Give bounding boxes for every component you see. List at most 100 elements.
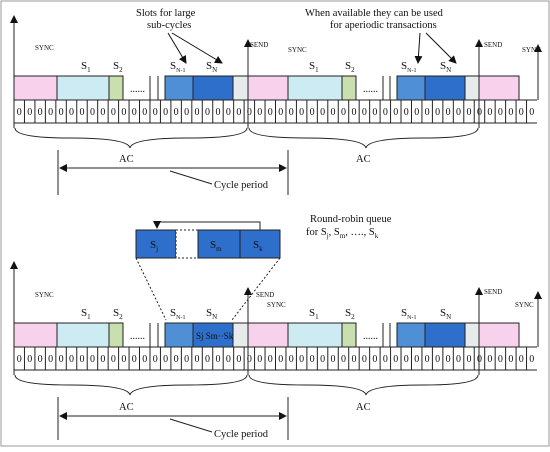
rr-sm-block xyxy=(197,229,241,259)
top-send-label: SEND xyxy=(250,41,268,49)
top-bit-cell: 0 xyxy=(184,107,189,118)
bottom-bit-cell: 0 xyxy=(446,354,451,365)
bottom-bit-cell: 0 xyxy=(310,354,315,365)
bottom-bit-cell: 0 xyxy=(456,354,461,365)
bottom-sn-label: SN xyxy=(206,307,217,321)
bottom-cycle-leader xyxy=(169,418,213,433)
top-s1-block xyxy=(56,75,110,101)
top-bit-cell: 0 xyxy=(310,107,315,118)
rr-gap-block xyxy=(175,229,199,259)
rr-zoom-line-left xyxy=(135,257,167,321)
top-bit-cell: 0 xyxy=(529,107,534,118)
top-bit-cell: 0 xyxy=(498,107,503,118)
bottom-sn1-block xyxy=(164,322,194,348)
top-send-block xyxy=(232,75,249,101)
top-sn-label-2: SN xyxy=(440,60,451,74)
bottom-ac-brace-1 xyxy=(14,374,248,396)
top-s1-block-2 xyxy=(287,75,343,101)
top-bit-cell: 0 xyxy=(257,107,262,118)
bottom-send-label: SEND xyxy=(256,291,274,299)
bottom-sn-block xyxy=(192,322,234,348)
top-bit-cell: 0 xyxy=(414,107,419,118)
slots-large-caption-2: sub-cycles xyxy=(147,20,191,31)
top-s2-label: S2 xyxy=(113,60,123,74)
bottom-bit-cell: 0 xyxy=(341,354,346,365)
bottom-bit-cell: 0 xyxy=(278,354,283,365)
top-s2-label-2: S2 xyxy=(345,60,355,74)
rr-sk-block xyxy=(239,229,281,259)
bottom-bit-cell: 0 xyxy=(142,354,147,365)
bottom-bit-cell: 0 xyxy=(132,354,137,365)
top-bit-cell: 0 xyxy=(17,107,22,118)
rr-sj-label: Sj xyxy=(150,239,158,253)
top-sn-label: SN xyxy=(206,60,217,74)
top-bit-cell: 0 xyxy=(393,107,398,118)
bottom-bit-cell: 0 xyxy=(529,354,534,365)
round-robin-queue: Round-robin queue for Sj, Sm, …., Sk Sj … xyxy=(135,214,392,321)
bottom-bit-cell: 0 xyxy=(59,354,64,365)
bottom-bit-cell: 0 xyxy=(320,354,325,365)
rr-loop-arrow xyxy=(153,221,261,230)
rr-caption-1: Round-robin queue xyxy=(310,214,392,225)
bottom-bit-cell: 0 xyxy=(38,354,43,365)
top-sn1-block xyxy=(164,75,194,101)
top-bit-cell: 0 xyxy=(79,107,84,118)
top-bit-cell: 0 xyxy=(508,107,513,118)
top-dots-1: ...... xyxy=(130,84,145,95)
bottom-bit-cell: 0 xyxy=(174,354,179,365)
slots-large-caption-1: Slots for large xyxy=(136,8,196,19)
bottom-bit-cell: 0 xyxy=(257,354,262,365)
bottom-bit-cell: 0 xyxy=(153,354,158,365)
available-caption-2: for aperiodic transactions xyxy=(330,20,437,31)
top-bit-cell: 0 xyxy=(467,107,472,118)
top-sn1-block-2 xyxy=(396,75,426,101)
available-arrow-1 xyxy=(414,32,423,64)
rr-zoom-line-right xyxy=(231,257,281,321)
top-bit-cell: 0 xyxy=(163,107,168,118)
bottom-s2-label-2: S2 xyxy=(345,307,355,321)
bottom-sync-block-3 xyxy=(478,322,520,348)
top-bit-cell: 0 xyxy=(38,107,43,118)
bottom-bit-cell: 0 xyxy=(351,354,356,365)
bottom-bit-cell: 0 xyxy=(121,354,126,365)
bottom-bit-cell: 0 xyxy=(17,354,22,365)
top-sn-block-2 xyxy=(424,75,466,101)
bottom-bit-cell: 0 xyxy=(27,354,32,365)
bottom-send-block-2 xyxy=(464,322,480,348)
top-bit-cell: 0 xyxy=(487,107,492,118)
bottom-bit-cell: 0 xyxy=(195,354,200,365)
top-bit-cell: 0 xyxy=(236,107,241,118)
bottom-sn1-label: SN-1 xyxy=(170,307,185,321)
top-bit-cell: 0 xyxy=(215,107,220,118)
top-bit-cell: 0 xyxy=(195,107,200,118)
bottom-bit-cell: 0 xyxy=(425,354,430,365)
top-bit-cell: 0 xyxy=(90,107,95,118)
bottom-dots-1: ...... xyxy=(130,331,145,342)
bottom-cycle-period-label: Cycle period xyxy=(214,429,269,440)
bottom-bit-cell: 0 xyxy=(519,354,524,365)
bottom-bit-cell: 0 xyxy=(236,354,241,365)
top-bit-cell: 0 xyxy=(425,107,430,118)
top-sync-block-3 xyxy=(478,75,520,101)
top-sync-label-3: SYNC xyxy=(522,46,541,54)
bottom-bit-cell: 0 xyxy=(498,354,503,365)
slots-large-arrow-2 xyxy=(171,32,223,64)
bottom-bit-cell: 0 xyxy=(435,354,440,365)
top-send-label-2: SEND xyxy=(484,41,502,49)
top-ac-brace-2 xyxy=(248,127,479,149)
bottom-bit-cell: 0 xyxy=(508,354,513,365)
top-bit-cell: 0 xyxy=(268,107,273,118)
bottom-s1-label-2: S1 xyxy=(309,307,319,321)
bottom-sync-block xyxy=(13,322,58,348)
bottom-ac-label-2: AC xyxy=(356,402,371,413)
rr-caption-2: for Sj, Sm, …., Sk xyxy=(306,227,379,240)
bottom-bit-cell: 0 xyxy=(487,354,492,365)
top-bit-cell: 0 xyxy=(278,107,283,118)
bottom-ac-label-1: AC xyxy=(119,402,134,413)
top-s1-label-2: S1 xyxy=(309,60,319,74)
top-s1-label: S1 xyxy=(81,60,91,74)
bottom-sync-label-2: SYNC xyxy=(267,301,286,309)
